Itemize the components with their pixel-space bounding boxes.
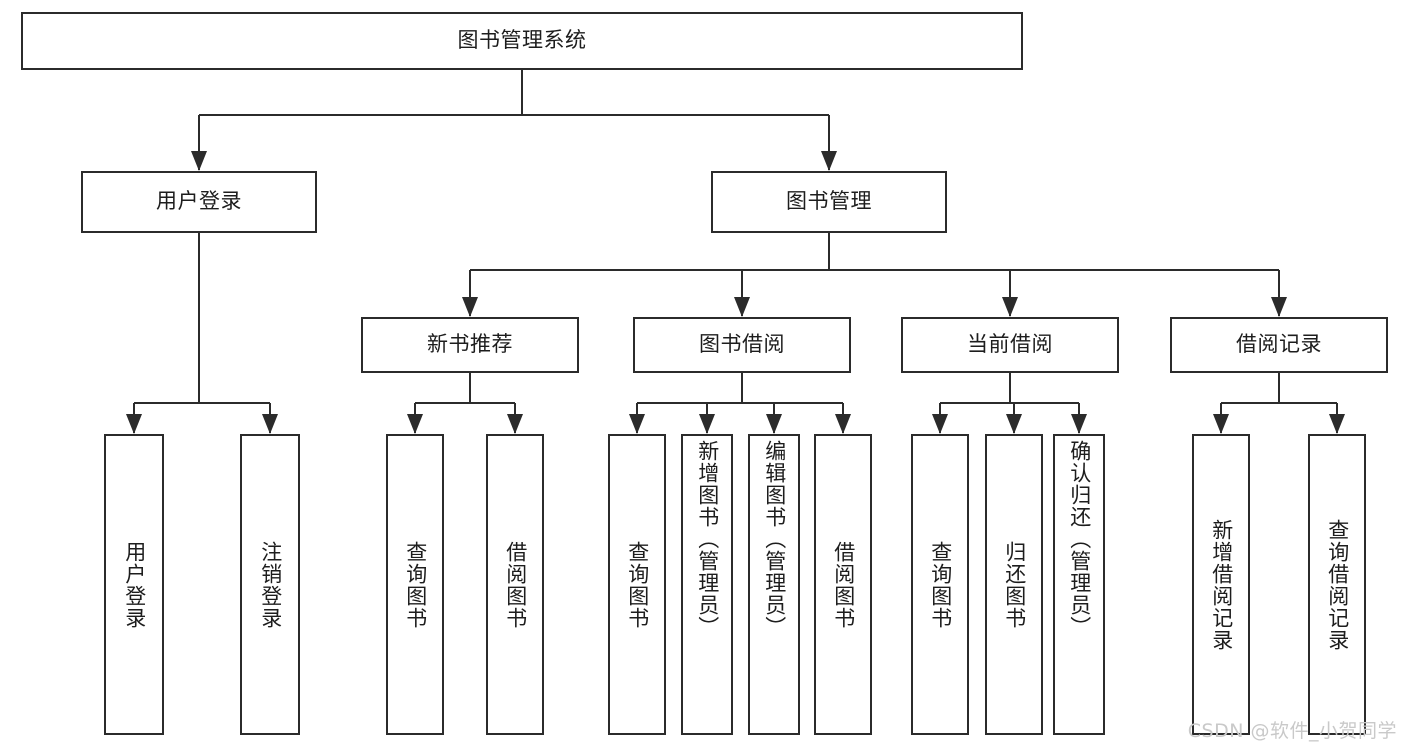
node-label-leaf-query-book-current: 查询图书 xyxy=(928,540,953,629)
node-book-management: 图书管理 xyxy=(711,171,947,233)
node-label-leaf-query-book-borrow: 查询图书 xyxy=(625,540,650,629)
node-leaf-return-book: 归还图书 xyxy=(985,434,1043,735)
current-borrow-to-leaves-arrowhead-2 xyxy=(1071,414,1087,434)
node-borrow-records: 借阅记录 xyxy=(1170,317,1388,373)
borrow-records-to-leaves-arrowhead-0 xyxy=(1213,414,1229,434)
node-label-leaf-borrow-book: 借阅图书 xyxy=(831,540,856,629)
book-borrow-to-leaves-arrowhead-0 xyxy=(629,414,645,434)
node-label-book-management: 图书管理 xyxy=(786,189,872,214)
node-label-leaf-query-record: 查询借阅记录 xyxy=(1325,518,1350,651)
book-borrow-to-leaves-arrowhead-1 xyxy=(699,414,715,434)
borrow-records-to-leaves-arrowhead-1 xyxy=(1329,414,1345,434)
node-label-current-borrow: 当前借阅 xyxy=(967,332,1053,357)
node-label-leaf-add-record: 新增借阅记录 xyxy=(1209,518,1234,651)
node-label-root: 图书管理系统 xyxy=(457,28,587,53)
book-borrow-to-leaves-arrowhead-3 xyxy=(835,414,851,434)
book-borrow-to-leaves-arrowhead-2 xyxy=(766,414,782,434)
node-leaf-query-record: 查询借阅记录 xyxy=(1308,434,1366,735)
user-login-to-leaves-arrowhead-1 xyxy=(262,414,278,434)
node-label-leaf-query-book-recommend: 查询图书 xyxy=(403,540,428,629)
node-label-leaf-user-login: 用户登录 xyxy=(122,540,147,629)
watermark: CSDN @软件_小贺同学 xyxy=(1187,720,1397,742)
node-leaf-add-book: 新增图书（管理员） xyxy=(681,434,733,735)
node-leaf-borrow-book-recommend: 借阅图书 xyxy=(486,434,544,735)
current-borrow-to-leaves-arrowhead-1 xyxy=(1006,414,1022,434)
node-label-borrow-records: 借阅记录 xyxy=(1236,332,1322,357)
node-label-user-login: 用户登录 xyxy=(156,189,242,214)
node-label-leaf-logout: 注销登录 xyxy=(258,540,283,629)
node-book-borrow: 图书借阅 xyxy=(633,317,851,373)
book-management-to-level3-arrowhead-2 xyxy=(1002,297,1018,317)
book-management-to-level3-arrowhead-3 xyxy=(1271,297,1287,317)
new-book-recommend-to-leaves-arrowhead-1 xyxy=(507,414,523,434)
node-leaf-add-record: 新增借阅记录 xyxy=(1192,434,1250,735)
node-current-borrow: 当前借阅 xyxy=(901,317,1119,373)
node-label-leaf-borrow-book-recommend: 借阅图书 xyxy=(503,540,528,629)
node-leaf-borrow-book: 借阅图书 xyxy=(814,434,872,735)
root-to-level2-arrowhead-1 xyxy=(821,151,837,171)
new-book-recommend-to-leaves-arrowhead-0 xyxy=(407,414,423,434)
node-leaf-query-book-recommend: 查询图书 xyxy=(386,434,444,735)
node-leaf-confirm-return: 确认归还（管理员） xyxy=(1053,434,1105,735)
root-to-level2-arrowhead-0 xyxy=(191,151,207,171)
node-label-leaf-edit-book: 编辑图书（管理员） xyxy=(762,440,787,638)
node-leaf-query-book-borrow: 查询图书 xyxy=(608,434,666,735)
node-root: 图书管理系统 xyxy=(21,12,1023,70)
node-label-book-borrow: 图书借阅 xyxy=(699,332,785,357)
book-management-to-level3-arrowhead-0 xyxy=(462,297,478,317)
node-leaf-logout: 注销登录 xyxy=(240,434,300,735)
user-login-to-leaves-arrowhead-0 xyxy=(126,414,142,434)
node-label-leaf-confirm-return: 确认归还（管理员） xyxy=(1067,440,1092,638)
book-management-to-level3-arrowhead-1 xyxy=(734,297,750,317)
node-user-login: 用户登录 xyxy=(81,171,317,233)
node-new-book-recommend: 新书推荐 xyxy=(361,317,579,373)
current-borrow-to-leaves-arrowhead-0 xyxy=(932,414,948,434)
node-label-new-book-recommend: 新书推荐 xyxy=(427,332,513,357)
node-leaf-query-book-current: 查询图书 xyxy=(911,434,969,735)
node-leaf-user-login: 用户登录 xyxy=(104,434,164,735)
node-label-leaf-return-book: 归还图书 xyxy=(1002,540,1027,629)
node-leaf-edit-book: 编辑图书（管理员） xyxy=(748,434,800,735)
node-label-leaf-add-book: 新增图书（管理员） xyxy=(695,440,720,638)
